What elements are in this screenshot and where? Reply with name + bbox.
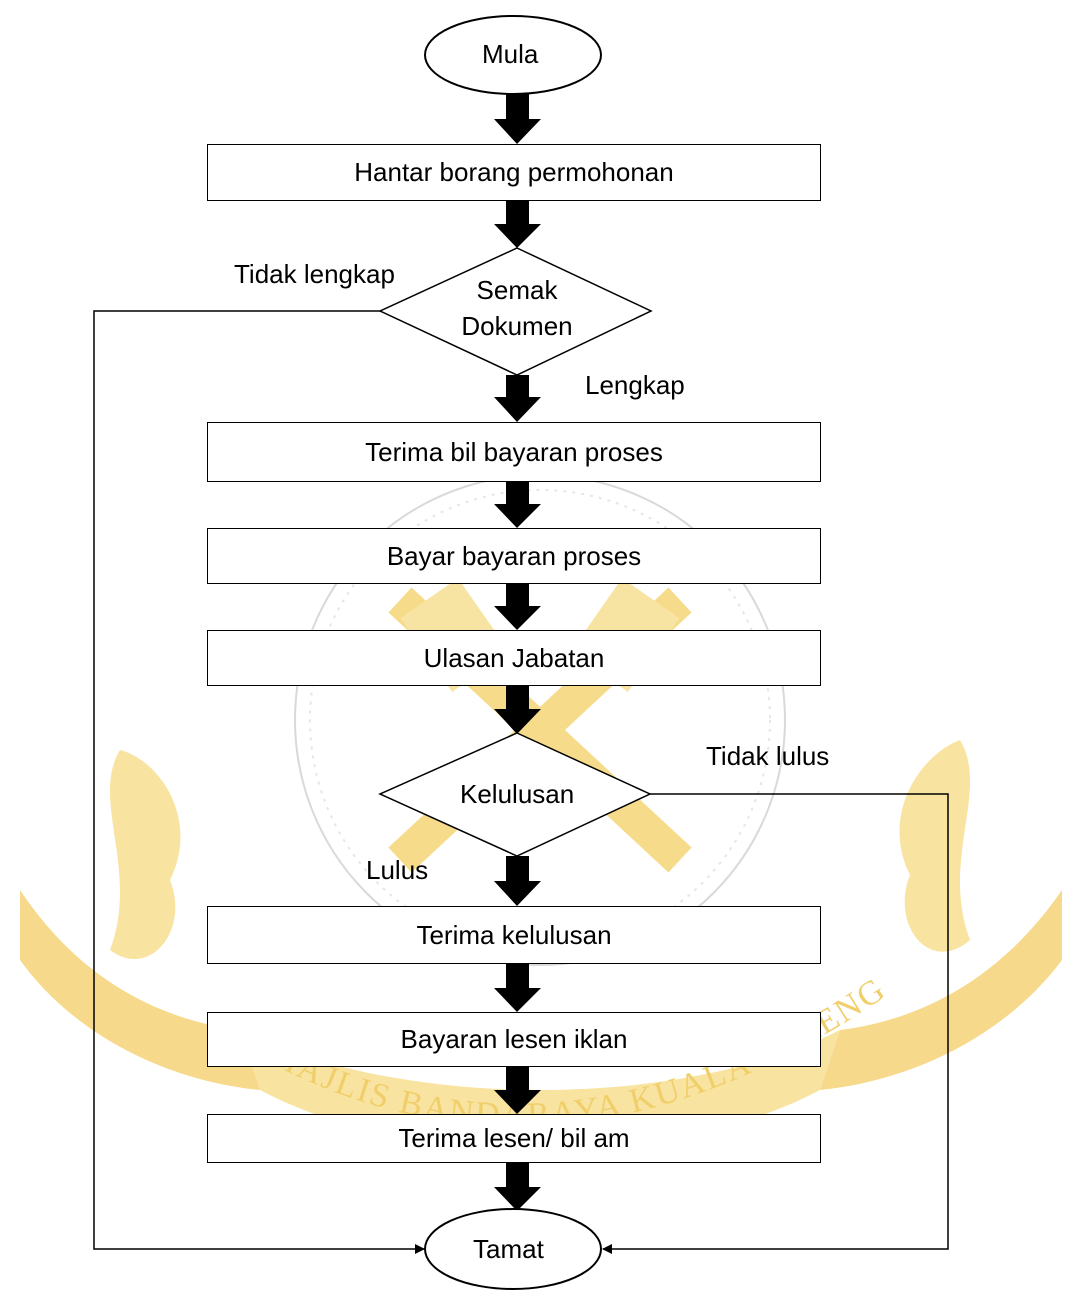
step-dept-review: Ulasan Jabatan — [207, 630, 821, 686]
tiger-right-icon — [899, 740, 970, 952]
block-arrow — [494, 1163, 541, 1211]
step-receive-license: Terima lesen/ bil am — [207, 1114, 821, 1163]
check-documents-line2: Dokumen — [461, 311, 573, 341]
check-documents-label: Semak Dokumen — [430, 272, 604, 344]
block-arrow — [494, 584, 541, 630]
edge-label-incomplete: Tidak lengkap — [234, 259, 395, 289]
block-arrow — [494, 686, 541, 734]
edge-label-approved: Lulus — [366, 855, 429, 885]
approval-label: Kelulusan — [460, 779, 575, 809]
rejected-connector — [602, 793, 949, 1254]
step-receive-approval: Terima kelulusan — [207, 906, 821, 964]
step-license-payment: Bayaran lesen iklan — [207, 1012, 821, 1067]
edge-label-rejected: Tidak lulus — [706, 741, 830, 771]
block-arrow — [494, 375, 541, 422]
block-arrow — [494, 93, 541, 144]
tiger-left-icon — [110, 750, 181, 960]
end-terminator — [424, 1208, 602, 1290]
decision-check-documents — [378, 247, 653, 376]
step-receive-bill: Terima bil bayaran proses — [207, 422, 821, 482]
start-terminator — [424, 15, 602, 95]
end-label: Tamat — [473, 1234, 544, 1264]
incomplete-connector — [93, 310, 425, 1254]
block-arrow — [494, 482, 541, 528]
block-arrow — [494, 964, 541, 1012]
block-arrow — [494, 200, 541, 248]
block-arrow — [494, 1067, 541, 1114]
start-label: Mula — [482, 39, 539, 69]
block-arrows — [494, 93, 541, 1211]
check-documents-line1: Semak — [476, 275, 558, 305]
step-submit-form: Hantar borang permohonan — [207, 144, 821, 201]
step-pay-fee: Bayar bayaran proses — [207, 528, 821, 584]
block-arrow — [494, 856, 541, 906]
edge-label-complete: Lengkap — [585, 370, 685, 400]
decision-approval — [378, 732, 652, 857]
